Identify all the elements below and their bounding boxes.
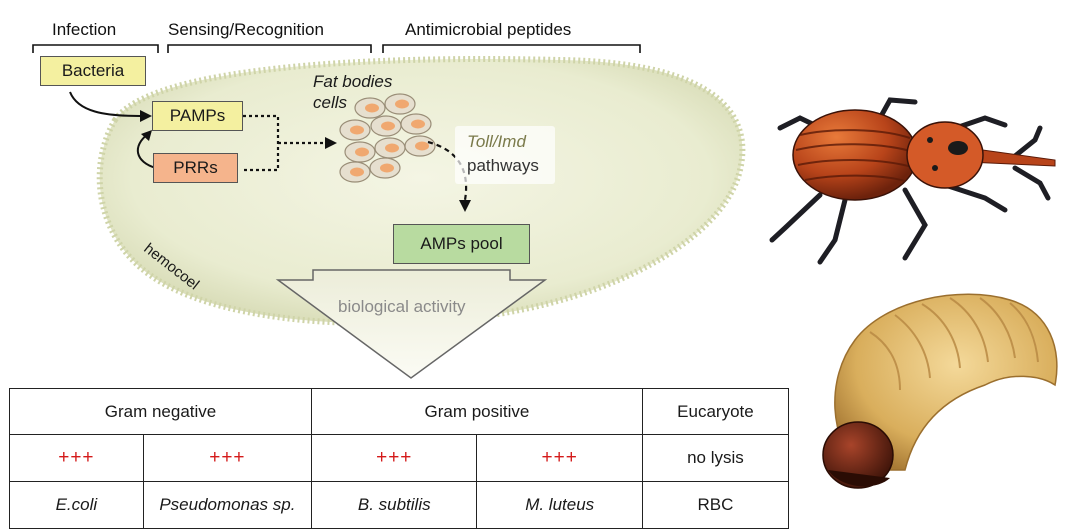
- organism-cell: E.coli: [9, 481, 144, 529]
- group-gram-positive: Gram positive: [311, 388, 643, 435]
- table-row: E.coli Pseudomonas sp. B. subtilis M. lu…: [9, 481, 790, 529]
- bacteria-to-pamps-arrow: [69, 91, 141, 117]
- activity-cell: +++: [310, 434, 478, 482]
- header-sensing: Sensing/Recognition: [168, 20, 324, 39]
- biological-activity-label: biological activity: [338, 297, 466, 316]
- fat-body-nuclei: [350, 99, 429, 177]
- pathway-word: pathways: [467, 156, 539, 175]
- prrs-box: PRRs: [153, 153, 238, 183]
- arrowhead: [459, 200, 471, 212]
- pamps-box: PAMPs: [152, 101, 243, 131]
- table-row: +++ +++ +++ +++ no lysis: [9, 434, 790, 482]
- bacteria-box: Bacteria: [40, 56, 146, 86]
- table-row: Gram negative Gram positive Eucaryote: [9, 388, 790, 435]
- amps-pool-box: AMPs pool: [393, 224, 530, 264]
- arrowhead: [325, 137, 337, 149]
- bracket-amps: [382, 44, 641, 53]
- activity-cell: +++: [9, 434, 144, 482]
- pathway-label: Toll/Imd pathways: [455, 126, 555, 184]
- hemocoel-body: [96, 56, 746, 327]
- bracket-infection: [32, 44, 159, 53]
- pathway-name: Toll/Imd: [467, 132, 526, 151]
- activity-arrow: [275, 269, 548, 379]
- organism-cell: RBC: [641, 481, 790, 529]
- larva-image: [822, 293, 1058, 489]
- fat-bodies-label-line2: cells: [313, 93, 348, 112]
- activity-cell: no lysis: [641, 434, 790, 482]
- activity-table: Gram negative Gram positive Eucaryote ++…: [9, 388, 790, 529]
- header-antimicrobial-peptides: Antimicrobial peptides: [405, 20, 572, 39]
- group-eucaryote: Eucaryote: [641, 388, 790, 435]
- header-infection: Infection: [52, 20, 117, 39]
- organism-cell: B. subtilis: [310, 481, 478, 529]
- activity-cell: +++: [142, 434, 313, 482]
- organism-cell: Pseudomonas sp.: [142, 481, 313, 529]
- fat-bodies-label-line1: Fat bodies: [313, 72, 393, 91]
- arrowhead: [140, 110, 152, 122]
- arrowhead: [141, 130, 152, 141]
- group-gram-negative: Gram negative: [9, 388, 312, 435]
- activity-cell: +++: [476, 434, 643, 482]
- red-palm-weevil-image: [769, 97, 1056, 265]
- organism-cell: M. luteus: [476, 481, 643, 529]
- bracket-sensing: [167, 44, 372, 53]
